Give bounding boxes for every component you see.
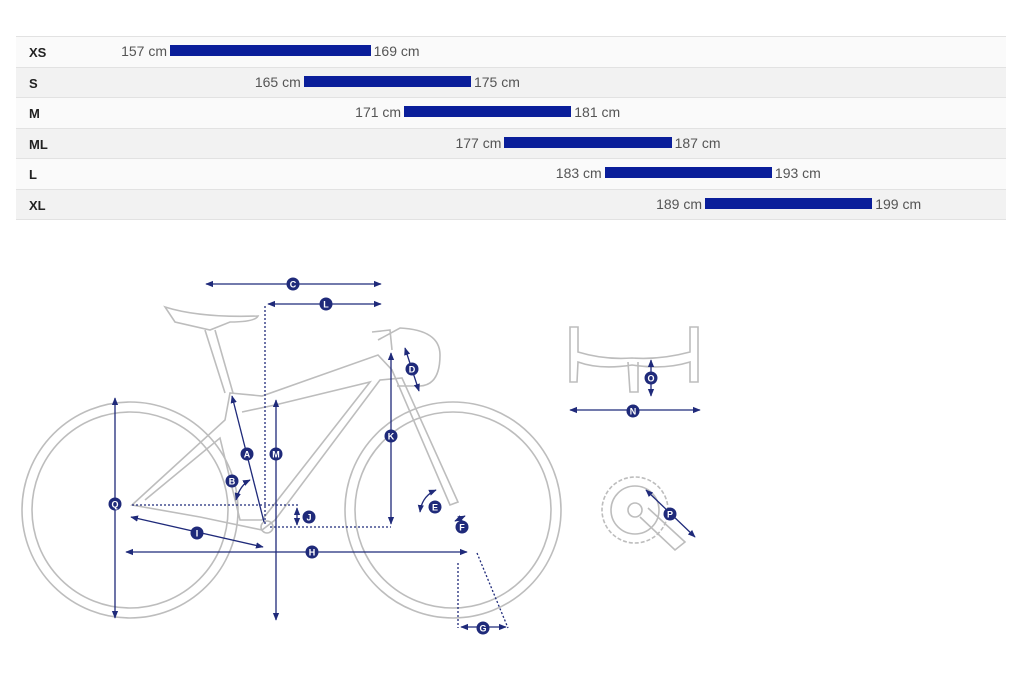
svg-text:H: H (309, 548, 316, 558)
svg-text:B: B (229, 477, 236, 487)
svg-text:J: J (306, 513, 311, 523)
measure-label-a: A (240, 447, 254, 461)
rear-wheel (21, 401, 239, 619)
front-wheel (344, 401, 562, 619)
size-label: S (29, 75, 38, 91)
measure-label-n: N (626, 404, 640, 418)
svg-text:G: G (479, 624, 486, 634)
size-row-xs: XS 157 cm 169 cm (16, 36, 1006, 67)
min-height-label: 157 cm (121, 43, 167, 59)
saddle (163, 305, 260, 331)
min-height-label: 183 cm (555, 165, 602, 181)
measure-label-l: L (319, 297, 333, 311)
bike-geometry-diagram: A B C D E F G H I J K L M N O P Q (21, 277, 701, 635)
height-range-bar (404, 106, 572, 117)
measure-label-m: M (269, 447, 283, 461)
measure-label-q: Q (108, 497, 122, 511)
bike-outline (21, 305, 699, 619)
svg-text:E: E (432, 503, 438, 513)
size-row-s: S 165 cm 175 cm (16, 66, 1006, 97)
svg-text:C: C (290, 280, 297, 290)
svg-text:A: A (244, 450, 251, 460)
handlebar-front (569, 326, 699, 393)
svg-text:M: M (272, 450, 280, 460)
seatpost (204, 329, 234, 394)
max-height-label: 199 cm (875, 195, 922, 212)
height-range-bar (705, 197, 873, 209)
max-height-label: 169 cm (373, 43, 420, 59)
size-row-m: M 171 cm 181 cm (16, 97, 1006, 128)
height-range-bar (604, 167, 772, 178)
max-height-label: 181 cm (574, 104, 621, 120)
size-chart: XS 157 cm 169 cm S 165 cm 175 cm M 171 cm 181 cm… (16, 36, 1006, 220)
svg-text:L: L (323, 300, 329, 310)
size-row-l: L 183 cm 193 cm (16, 158, 1006, 189)
measure-label-k: K (384, 429, 398, 443)
size-label: XL (29, 197, 46, 213)
measure-label-e: E (428, 500, 442, 514)
measure-label-d: D (405, 362, 419, 376)
max-height-label: 175 cm (473, 73, 520, 90)
measure-label-h: H (305, 545, 319, 559)
measure-label-p: P (663, 507, 677, 521)
max-height-label: 193 cm (774, 165, 821, 181)
size-row-xl: XL 189 cm 199 cm (16, 188, 1006, 220)
size-row-ml: ML 177 cm 187 cm (16, 127, 1006, 158)
height-range-bar (170, 45, 371, 56)
svg-text:F: F (459, 523, 465, 533)
min-height-label: 165 cm (254, 73, 301, 90)
measure-label-b: B (225, 474, 239, 488)
svg-text:I: I (196, 529, 199, 539)
height-range-bar (303, 75, 471, 87)
min-height-label: 177 cm (455, 134, 502, 151)
frame (130, 354, 460, 531)
svg-text:K: K (388, 432, 395, 442)
measure-label-o: O (644, 371, 658, 385)
size-label: M (29, 106, 40, 121)
measure-label-c: C (286, 277, 300, 291)
svg-text:D: D (409, 365, 416, 375)
max-height-label: 187 cm (674, 134, 721, 151)
size-label: XS (29, 45, 47, 60)
measure-label-i: I (190, 526, 204, 540)
height-range-bar (504, 136, 672, 148)
measurement-labels: A B C D E F G H I J K L M N O P Q (108, 277, 677, 635)
min-height-label: 189 cm (656, 195, 703, 212)
measure-label-f: F (455, 520, 469, 534)
svg-text:Q: Q (111, 500, 118, 510)
svg-text:O: O (647, 374, 654, 384)
measure-label-g: G (476, 621, 490, 635)
size-label: L (29, 167, 37, 182)
size-label: ML (29, 136, 48, 152)
min-height-label: 171 cm (355, 104, 402, 120)
handlebar (371, 327, 441, 387)
svg-text:N: N (630, 407, 637, 417)
svg-text:P: P (667, 510, 673, 520)
measure-label-j: J (302, 510, 316, 524)
